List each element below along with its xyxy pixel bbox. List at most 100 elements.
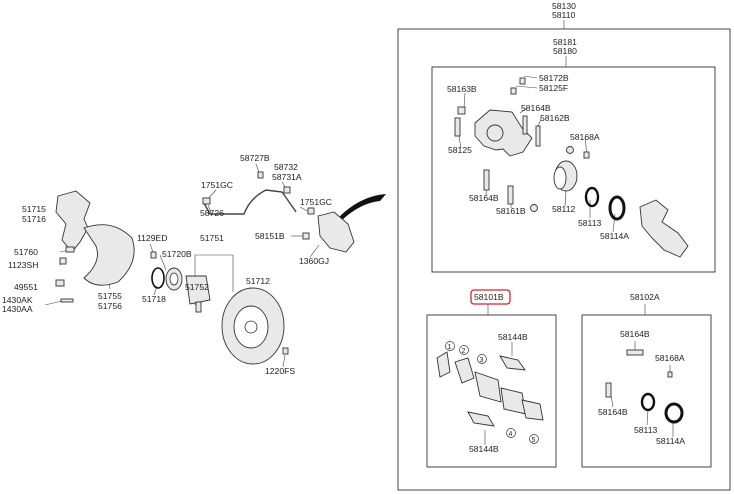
label-58125[interactable]: 58125 [448, 145, 472, 155]
label-58181[interactable]: 58181 [553, 37, 577, 47]
label-58164B-b[interactable]: 58164B [469, 193, 499, 203]
brake-hose-icon [203, 189, 297, 215]
label-51720B[interactable]: 51720B [162, 249, 192, 259]
label-58172B[interactable]: 58172B [539, 73, 569, 83]
label-51760[interactable]: 51760 [14, 247, 38, 257]
label-58732[interactable]: 58732 [274, 162, 298, 172]
hub-caliper-icon [317, 211, 355, 253]
label-1360GJ[interactable]: 1360GJ [299, 256, 329, 266]
assembly-arrow [338, 194, 386, 221]
caliper-kit-parts [454, 77, 689, 258]
guide-pin-lower-icon [507, 185, 514, 205]
label-58168A-a[interactable]: 58168A [570, 132, 600, 142]
label-58161B[interactable]: 58161B [496, 206, 526, 216]
callout-5-icon [529, 434, 539, 444]
label-1123SH[interactable]: 1123SH [8, 260, 38, 270]
kit-washer-icon [667, 371, 673, 378]
bleeder-cap-icon [510, 87, 517, 95]
label-58130[interactable]: 58130 [552, 1, 576, 11]
hose-parts [202, 171, 355, 253]
caliper-kit-box [431, 66, 716, 273]
lower-bolt-icon [55, 279, 65, 287]
label-1220FS[interactable]: 1220FS [265, 366, 295, 376]
label-51715[interactable]: 51715 [22, 204, 46, 214]
label-58114A-a[interactable]: 58114A [600, 231, 629, 241]
dust-cap-icon [566, 146, 574, 154]
bolt-left-icon [454, 117, 461, 137]
label-51756[interactable]: 51756 [98, 301, 122, 311]
label-58125F[interactable]: 58125F [539, 83, 568, 93]
label-51755[interactable]: 51755 [98, 291, 122, 301]
pad-kit-box [426, 314, 557, 468]
label-58726[interactable]: 58726 [200, 208, 224, 218]
label-58113-a[interactable]: 58113 [578, 218, 601, 228]
callout-1: 1 [448, 344, 452, 351]
label-58727B[interactable]: 58727B [240, 153, 270, 163]
label-49551[interactable]: 49551 [14, 282, 38, 292]
callout-4-icon [506, 428, 516, 438]
hose-fitting-icon [283, 186, 291, 194]
disc-center-icon [244, 320, 258, 334]
retainer-clip-bottom-icon [467, 411, 495, 427]
guide-washer-icon [530, 204, 538, 212]
wheel-stud-icon [195, 301, 202, 313]
disc-screw-icon [282, 347, 289, 355]
callout-2: 2 [462, 348, 466, 355]
label-51751[interactable]: 51751 [200, 233, 224, 243]
wheel-hub-icon [185, 275, 211, 305]
label-1751GC-a[interactable]: 1751GC [201, 180, 233, 190]
hub-parts [55, 190, 289, 365]
pad-outer-icon [474, 371, 502, 403]
label-58101B[interactable]: 58101B [474, 292, 504, 302]
shield-bolt-icon [150, 251, 157, 259]
guide-pin-upper-b-icon [535, 125, 541, 147]
pad-clip-left-icon [454, 357, 475, 384]
label-51752[interactable]: 51752 [185, 282, 209, 292]
label-58144B-b[interactable]: 58144B [469, 444, 499, 454]
caliper-bolt-icon [302, 232, 310, 240]
label-1129ED[interactable]: 1129ED [137, 233, 167, 243]
label-58731A[interactable]: 58731A [272, 172, 302, 182]
label-51716[interactable]: 51716 [22, 214, 46, 224]
label-58110[interactable]: 58110 [552, 10, 575, 20]
kit-seal-icon [640, 392, 656, 412]
piston-face-icon [553, 166, 567, 190]
callout-2-icon [459, 345, 469, 355]
highlight-58101B[interactable] [470, 289, 511, 305]
callout-1-icon [445, 341, 455, 351]
label-58151B[interactable]: 58151B [255, 231, 285, 241]
knuckle-nut-icon [59, 257, 67, 265]
knuckle-bolt-icon [65, 246, 75, 253]
kit-bolt-lower-icon [605, 382, 612, 398]
caliper-body-icon [474, 109, 533, 157]
carrier-bracket-icon [639, 199, 689, 258]
hose-clip-icon [257, 171, 264, 179]
label-58168A-b[interactable]: 58168A [655, 353, 685, 363]
label-1430AK[interactable]: 1430AK [2, 295, 33, 305]
caliper-banjo-icon [307, 207, 315, 215]
washer-small-icon [583, 151, 590, 159]
label-58164B-d[interactable]: 58164B [598, 407, 628, 417]
label-58113-b[interactable]: 58113 [634, 425, 657, 435]
label-58114A-b[interactable]: 58114A [656, 436, 685, 446]
piston-seal-icon [584, 186, 600, 208]
retainer-clip-top-icon [499, 355, 526, 371]
hub-bearing-inner-icon [169, 272, 179, 286]
label-58164B-a[interactable]: 58164B [521, 103, 551, 113]
label-1430AA[interactable]: 1430AA [2, 304, 33, 314]
label-58180[interactable]: 58180 [553, 46, 577, 56]
label-58144B-a[interactable]: 58144B [498, 332, 528, 342]
seal-kit-parts [605, 349, 684, 424]
label-58112[interactable]: 58112 [552, 204, 575, 214]
dust-shield-icon [83, 224, 135, 286]
hose-bracket-icon [202, 197, 211, 205]
kit-boot-icon [664, 402, 684, 424]
label-51712[interactable]: 51712 [246, 276, 270, 286]
label-1751GC-b[interactable]: 1751GC [300, 197, 332, 207]
label-58163B[interactable]: 58163B [447, 84, 477, 94]
bleeder-screw-icon [519, 77, 526, 85]
label-58162B[interactable]: 58162B [540, 113, 570, 123]
label-51718[interactable]: 51718 [142, 294, 166, 304]
label-58102A[interactable]: 58102A [630, 292, 660, 302]
label-58164B-c[interactable]: 58164B [620, 329, 650, 339]
